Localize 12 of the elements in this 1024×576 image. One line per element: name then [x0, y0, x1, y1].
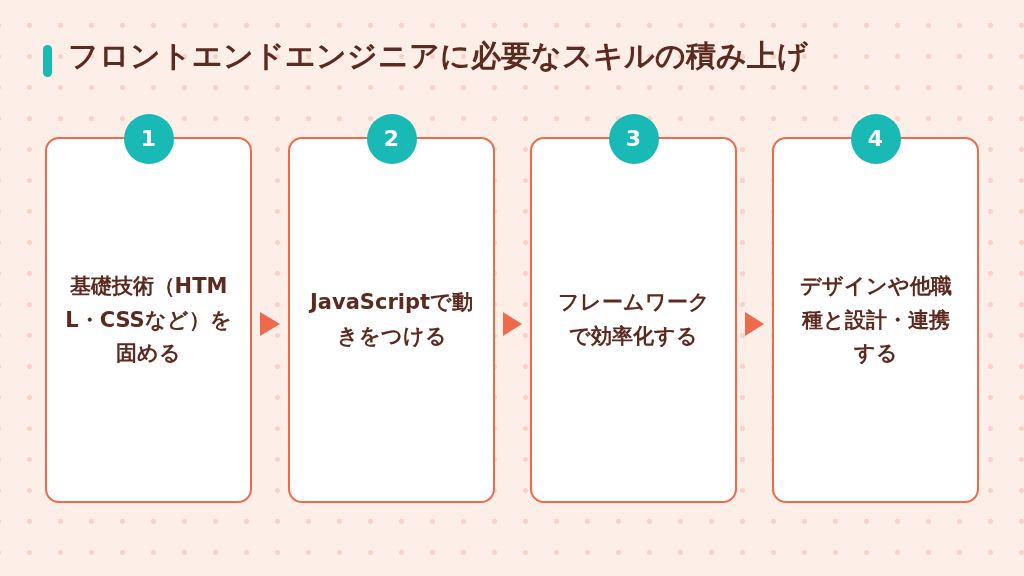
title: フロントエンドエンジニアに必要なスキルの積み上げ: [68, 37, 808, 75]
step-number: 4: [850, 114, 901, 164]
step-text: JavaScriptで動きをつける: [308, 289, 474, 350]
step-text: フレームワークで効率化する: [556, 289, 711, 350]
step-number: 1: [123, 114, 174, 164]
step-number: 2: [366, 114, 417, 164]
arrow: [503, 312, 522, 336]
step-number: 3: [608, 114, 659, 164]
arrow: [260, 312, 280, 336]
step-text: デザインや他職種と設計・連携する: [798, 272, 953, 367]
arrow: [745, 312, 764, 336]
step-text: 基礎技術（HTML・CSSなど）を固める: [65, 272, 232, 367]
